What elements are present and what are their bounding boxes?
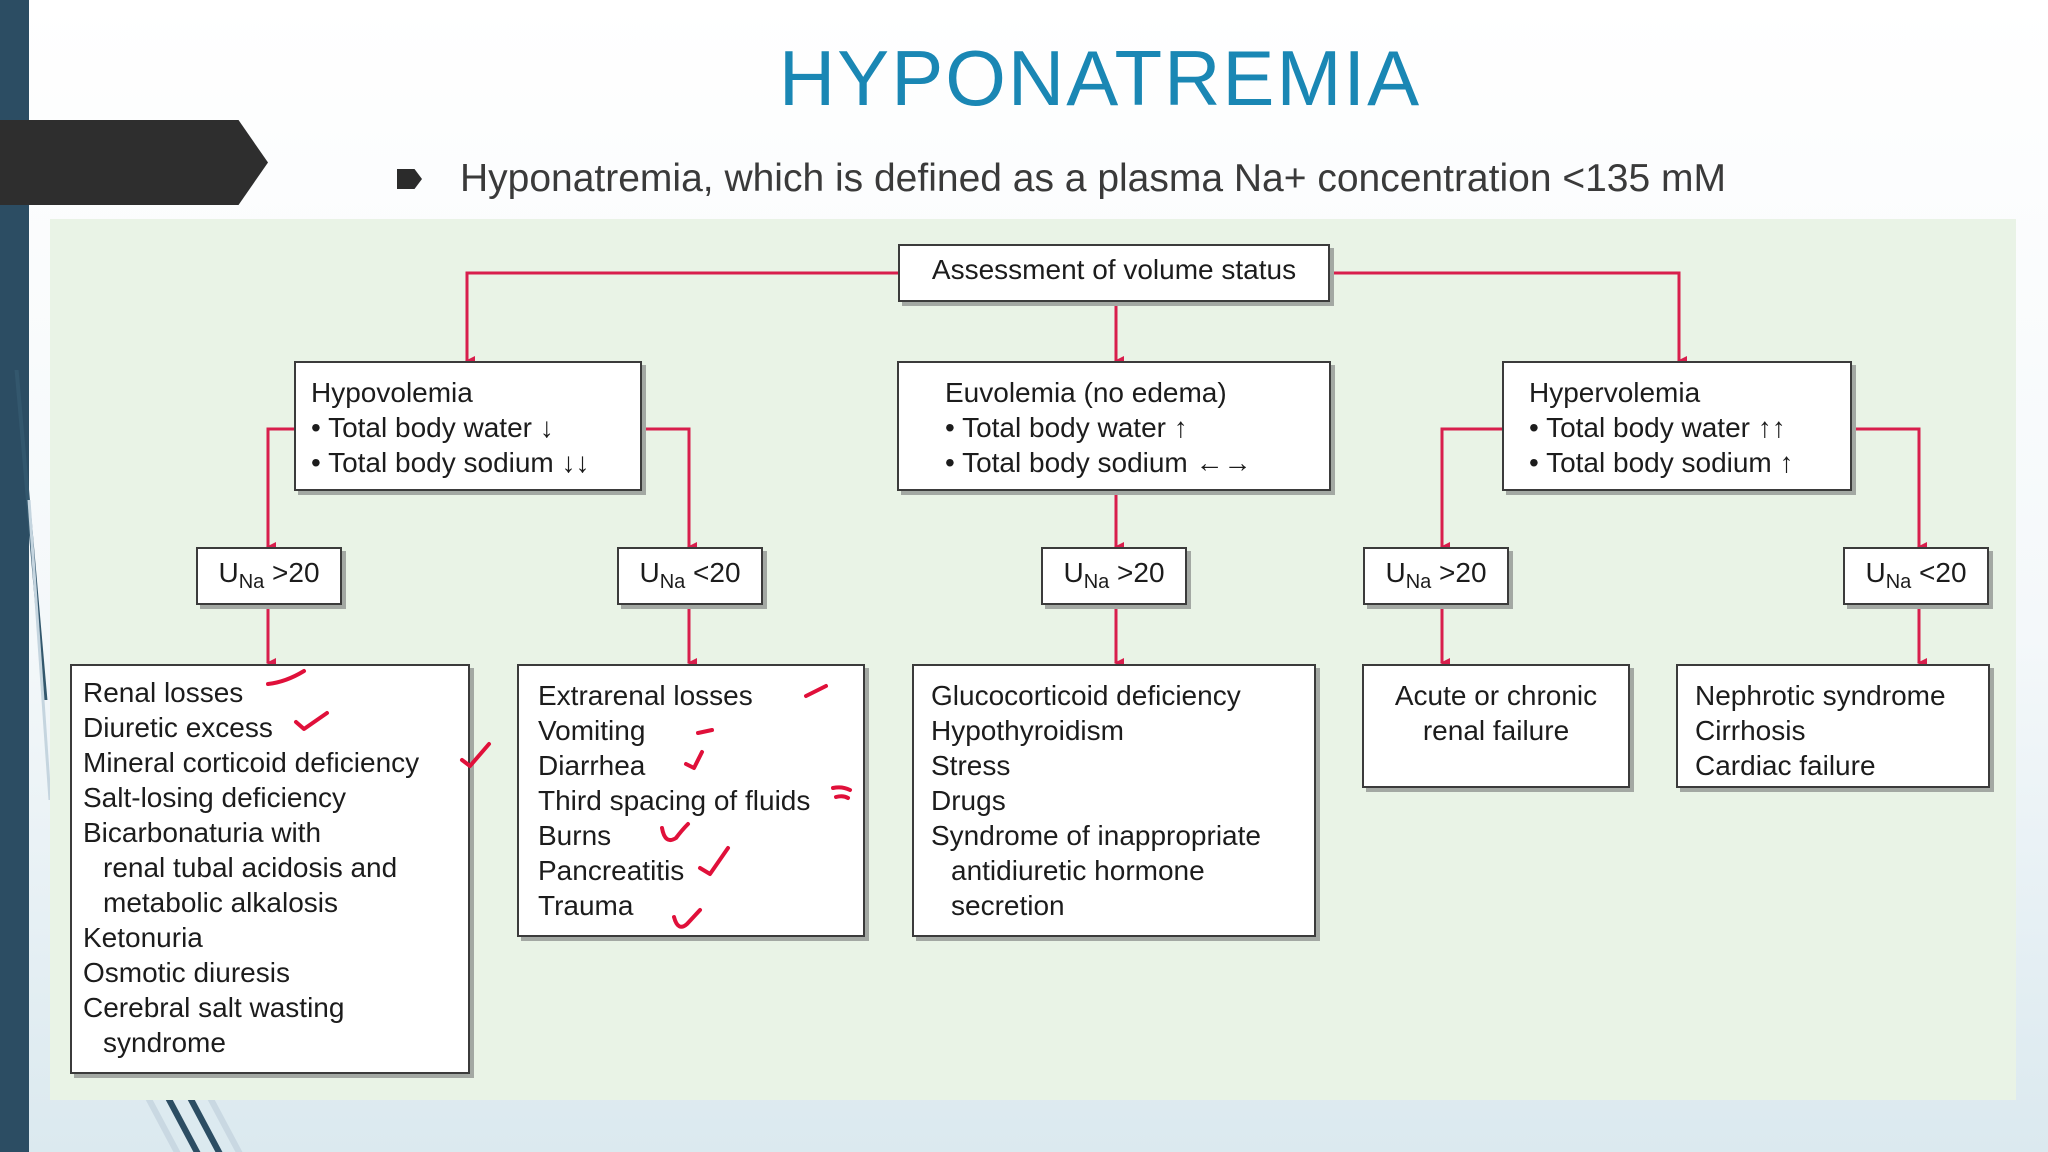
cause-item: Extrarenal losses <box>538 680 753 711</box>
renal-failure-box: Acute or chronic renal failure <box>1362 664 1630 788</box>
cause-item: Syndrome of inappropriate <box>931 820 1261 851</box>
hypervolemia-title: Hypervolemia <box>1529 377 1701 408</box>
check-mark-icon <box>460 742 491 768</box>
connector-root-to-hypovolemia <box>465 271 898 366</box>
cause-item: syndrome <box>103 1027 226 1058</box>
cause-item: Vomiting <box>538 715 646 746</box>
cause-item: Hypothyroidism <box>931 715 1124 746</box>
cause-item: Acute or chronic <box>1394 680 1598 711</box>
check-mark-icon <box>294 711 329 731</box>
hypervolemia-water-line: • Total body water ↑↑ <box>1529 412 1786 443</box>
hypovolemia-title: Hypovolemia <box>311 377 473 408</box>
connector-hypo-to-una-high <box>266 427 296 552</box>
cause-item: Cardiac failure <box>1695 750 1876 781</box>
hypovolemia-water-line: • Total body water ↓ <box>311 412 554 443</box>
cause-item: Diuretic excess <box>83 712 273 743</box>
cause-item: Bicarbonaturia with <box>83 817 322 848</box>
cause-item: Renal losses <box>83 677 244 708</box>
hypervolemia-una-low-box: UNa <20 <box>1843 547 1989 605</box>
assessment-box: Assessment of volume status <box>898 244 1330 302</box>
cause-item: Diarrhea <box>538 750 646 781</box>
euvolemia-water-line: • Total body water ↑ <box>945 412 1188 443</box>
connector-hypo-to-una-low <box>640 427 697 552</box>
cause-item: secretion <box>951 890 1065 921</box>
hypervolemia-sodium-line: • Total body sodium ↑ <box>1529 447 1794 478</box>
cause-item: Mineral corticoid deficiency <box>83 747 420 778</box>
una-subscript: Na <box>659 571 686 593</box>
una-symbol: U <box>218 557 239 588</box>
una-symbol: U <box>639 557 660 588</box>
una-symbol: U <box>1865 557 1886 588</box>
check-mark-icon <box>831 785 852 800</box>
cause-item: Stress <box>931 750 1011 781</box>
cause-item: Cerebral salt wasting <box>83 992 345 1023</box>
check-mark-icon <box>696 728 714 735</box>
hypovolemia-sodium-line: • Total body sodium ↓↓ <box>311 447 590 478</box>
una-symbol: U <box>1385 557 1406 588</box>
cause-item: Trauma <box>538 890 634 921</box>
connector-hyper-to-una-low <box>1851 427 1927 552</box>
euvolemia-sodium-line: • Total body sodium ←→ <box>945 447 1252 478</box>
extrarenal-losses-box: Extrarenal losses Vomiting Diarrhea Thir… <box>517 664 865 937</box>
hypervolemia-box: Hypervolemia • Total body water ↑↑ • Tot… <box>1502 361 1852 491</box>
cause-item: antidiuretic hormone <box>951 855 1205 886</box>
cause-item: Pancreatitis <box>538 855 685 886</box>
slide-bullet-text: Hyponatremia, which is defined as a plas… <box>460 157 1726 200</box>
hypovolemia-una-low-box: UNa <20 <box>617 547 763 605</box>
una-value: <20 <box>1919 557 1967 588</box>
una-value: >20 <box>1117 557 1165 588</box>
euvolemia-box: Euvolemia (no edema) • Total body water … <box>897 361 1331 491</box>
renal-losses-box: Renal losses Diuretic excess Mineral cor… <box>70 664 470 1074</box>
assessment-label: Assessment of volume status <box>931 254 1297 285</box>
cause-item: metabolic alkalosis <box>103 887 338 918</box>
check-mark-icon <box>660 822 690 842</box>
euvolemia-causes-box: Glucocorticoid deficiency Hypothyroidism… <box>912 664 1316 937</box>
cause-item: Drugs <box>931 785 1006 816</box>
una-value: >20 <box>272 557 320 588</box>
connector-root-to-hypervolemia <box>1330 271 1687 366</box>
slide-title: HYPONATREMIA <box>778 34 1422 122</box>
una-subscript: Na <box>1405 571 1432 593</box>
check-mark-icon <box>684 750 704 770</box>
una-subscript: Na <box>1083 571 1110 593</box>
euvolemia-una-high-box: UNa >20 <box>1041 547 1187 605</box>
cause-item: renal failure <box>1422 715 1570 746</box>
una-value: >20 <box>1439 557 1487 588</box>
cause-item: Salt-losing deficiency <box>83 782 347 813</box>
euvolemia-title: Euvolemia (no edema) <box>945 377 1227 408</box>
connector-hyper-to-una-high <box>1440 427 1503 552</box>
cause-item: Burns <box>538 820 612 851</box>
cause-item: Ketonuria <box>83 922 203 953</box>
cause-item: renal tubal acidosis and <box>103 852 398 883</box>
cause-item: Cirrhosis <box>1695 715 1806 746</box>
hypovolemia-una-high-box: UNa >20 <box>196 547 342 605</box>
title-tab-shape <box>0 120 268 205</box>
bullet-arrow-icon <box>397 169 422 189</box>
una-subscript: Na <box>1885 571 1912 593</box>
hypovolemia-box: Hypovolemia • Total body water ↓ • Total… <box>294 361 642 491</box>
check-mark-icon <box>698 846 730 876</box>
check-mark-icon <box>804 684 828 698</box>
cause-item: Nephrotic syndrome <box>1695 680 1946 711</box>
hypervolemia-una-high-box: UNa >20 <box>1363 547 1509 605</box>
cause-item: Osmotic diuresis <box>83 957 290 988</box>
check-mark-icon <box>672 908 702 929</box>
check-mark-icon <box>266 669 306 686</box>
una-value: <20 <box>693 557 741 588</box>
edema-causes-box: Nephrotic syndrome Cirrhosis Cardiac fai… <box>1676 664 1990 788</box>
una-subscript: Na <box>238 571 265 593</box>
cause-item: Glucocorticoid deficiency <box>931 680 1241 711</box>
una-symbol: U <box>1063 557 1084 588</box>
cause-item: Third spacing of fluids <box>538 785 811 816</box>
